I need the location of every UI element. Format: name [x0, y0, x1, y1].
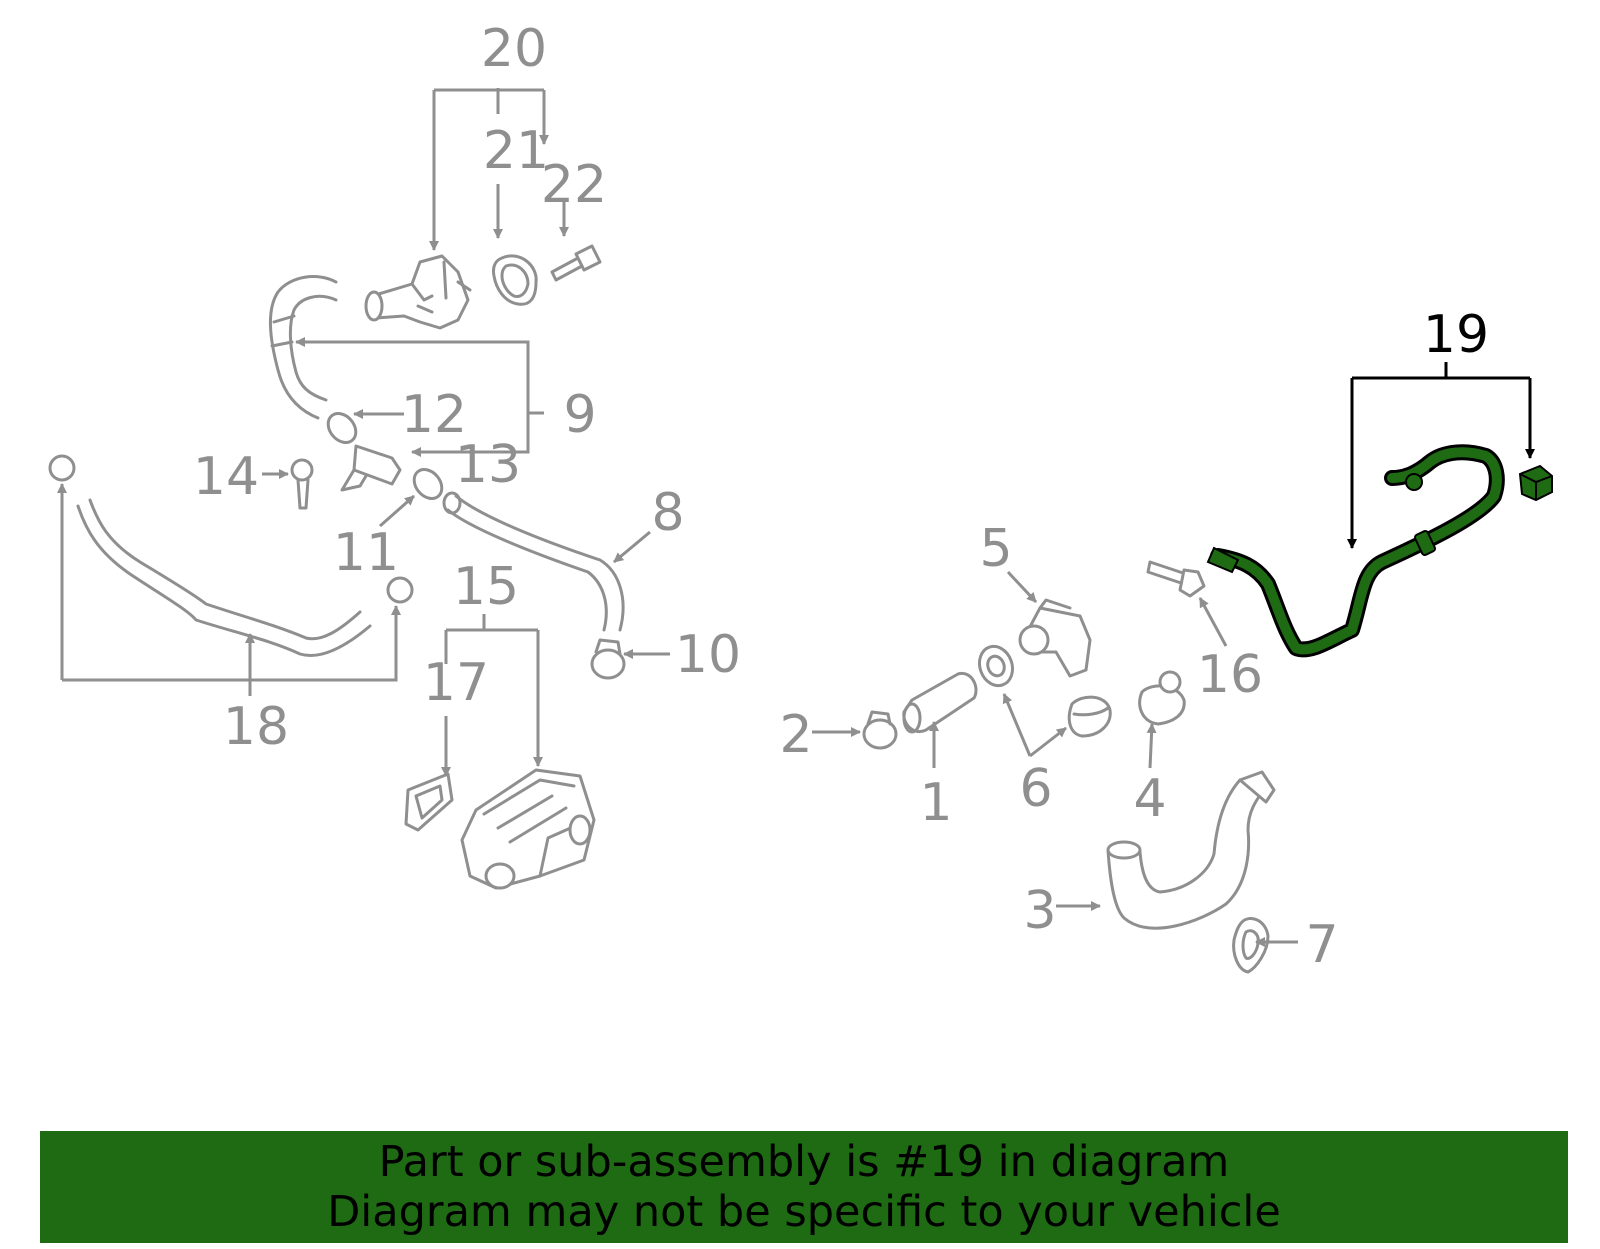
callout-20: 20: [481, 19, 547, 79]
part-13-pipe[interactable]: [340, 444, 402, 492]
callout-9: 9: [563, 385, 596, 445]
part-20-housing[interactable]: [364, 254, 472, 330]
callout-10: 10: [675, 625, 741, 685]
part-17-gasket[interactable]: [404, 772, 454, 832]
part-18-hose[interactable]: [48, 454, 414, 658]
part-19-hose-highlighted[interactable]: [1206, 444, 1505, 658]
callout-14: 14: [193, 447, 259, 507]
callout-21: 21: [483, 121, 549, 181]
callout-16: 16: [1197, 645, 1263, 705]
callout-11: 11: [333, 523, 399, 583]
part-12-clamp[interactable]: [323, 408, 362, 448]
callout-8: 8: [651, 483, 684, 543]
callout-22: 22: [541, 155, 607, 215]
part-5-fitting[interactable]: [1018, 598, 1092, 678]
callout-6: 6: [1019, 759, 1052, 819]
callout-1: 1: [919, 773, 952, 833]
part-1-pipe[interactable]: [902, 671, 978, 734]
part-7-gasket[interactable]: [1232, 917, 1270, 974]
part-15-housing[interactable]: [460, 768, 596, 890]
callout-15: 15: [453, 557, 519, 617]
banner-line-disclaimer: Diagram may not be specific to your vehi…: [327, 1187, 1281, 1237]
part-6-clamp-a[interactable]: [974, 642, 1018, 691]
callout-17: 17: [423, 653, 489, 713]
callout-19: 19: [1423, 305, 1489, 365]
info-banner: Part or sub-assembly is #19 in diagram D…: [40, 1131, 1568, 1243]
part-2-clamp[interactable]: [862, 710, 898, 750]
part-3-hose[interactable]: [1106, 770, 1276, 930]
part-10-clamp[interactable]: [590, 638, 626, 680]
callout-18: 18: [223, 697, 289, 757]
part-4-clamp[interactable]: [1138, 670, 1186, 726]
callout-5: 5: [979, 519, 1012, 579]
part-16-bolt[interactable]: [1146, 560, 1206, 598]
banner-line-part: Part or sub-assembly is #19 in diagram: [378, 1137, 1230, 1187]
part-22-bolt[interactable]: [550, 244, 602, 282]
callout-12: 12: [401, 385, 467, 445]
callout-3: 3: [1023, 881, 1056, 941]
callout-7: 7: [1305, 915, 1338, 975]
part-14-screw[interactable]: [290, 458, 314, 510]
part-9-hose[interactable]: [269, 275, 338, 420]
part-6-clamp-b[interactable]: [1067, 695, 1112, 738]
part-21-gasket[interactable]: [492, 254, 538, 306]
part-19-clip-highlighted[interactable]: [1518, 464, 1553, 502]
callout-4: 4: [1133, 769, 1166, 829]
callout-13: 13: [455, 435, 521, 495]
part-11-clamp[interactable]: [409, 464, 448, 504]
callout-2: 2: [779, 705, 812, 765]
part-8-hose[interactable]: [442, 491, 625, 632]
